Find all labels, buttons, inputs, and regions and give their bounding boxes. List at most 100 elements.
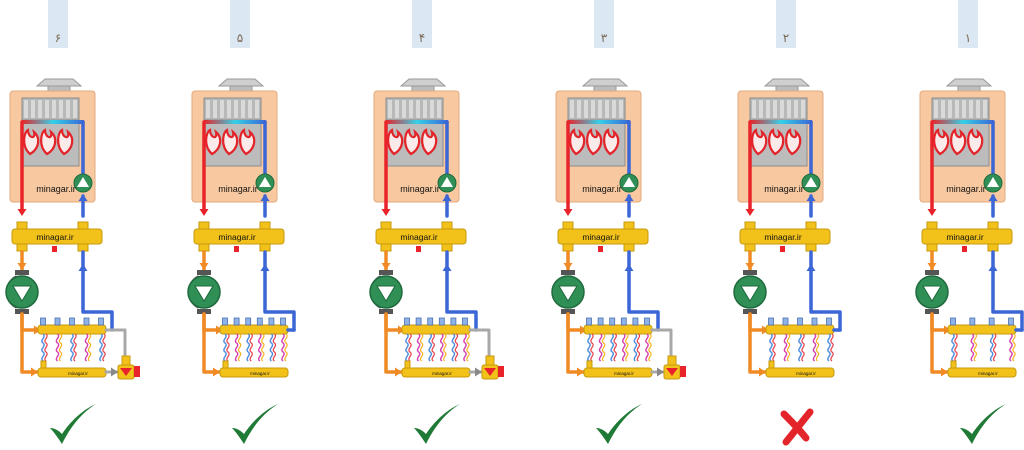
- underfloor-loop: [41, 333, 45, 362]
- underfloor-loop: [466, 333, 470, 362]
- underfloor-loop: [648, 333, 652, 362]
- pump-direction-icon: [922, 285, 942, 302]
- exchanger-fin: [73, 100, 77, 118]
- flame-icon: [222, 128, 239, 156]
- low-loss-header: [557, 228, 649, 245]
- exchanger-fin: [570, 100, 574, 118]
- exchanger-fin: [227, 100, 231, 118]
- manifold-valve-icon: [54, 317, 61, 326]
- exchanger-fin: [395, 100, 399, 118]
- manifold-valve-icon: [826, 317, 832, 326]
- heat-exchanger: [931, 97, 990, 121]
- bypass-pipe: [104, 328, 127, 357]
- flame-icon: [603, 128, 620, 156]
- flow-manifold: [583, 324, 653, 335]
- boiler-label: minagar.ir: [400, 184, 440, 194]
- manifold-valve-icon: [222, 317, 228, 326]
- manifold-valve-icon: [280, 317, 286, 326]
- drain-valve-icon: [598, 246, 603, 252]
- flame-icon: [23, 128, 40, 156]
- panel-number-tab: [594, 0, 614, 48]
- manifold-valve-icon: [988, 317, 995, 326]
- flow-arrow-icon: [199, 209, 209, 216]
- pump-arrow-icon: [623, 177, 635, 187]
- boiler-label: minagar.ir: [218, 184, 258, 194]
- underfloor-loop: [815, 333, 820, 362]
- header-fitting: [987, 243, 999, 252]
- flame-icon: [785, 128, 802, 156]
- manifold-valve-icon: [69, 317, 75, 326]
- exchanger-fin: [752, 100, 756, 118]
- valve-arrow-icon: [120, 368, 132, 376]
- heat-exchanger: [203, 97, 262, 121]
- flow-arrow-icon: [442, 194, 452, 201]
- exchanger-fin: [255, 100, 259, 118]
- header-label: minagar.ir: [218, 232, 255, 242]
- underfloor-loop: [992, 333, 997, 362]
- underfloor-loop: [830, 333, 834, 362]
- exchanger-fin: [38, 100, 42, 118]
- manifold-feed-pipe: [202, 312, 224, 332]
- underfloor-loop: [769, 333, 773, 362]
- exchanger-water-line: [22, 120, 84, 124]
- flow-manifold: [37, 324, 107, 335]
- exchanger-water-line: [932, 120, 994, 124]
- flow-manifold: [401, 324, 471, 335]
- valve-actuator: [498, 366, 504, 377]
- underfloor-loop: [973, 333, 978, 362]
- underfloor-loop: [408, 333, 412, 362]
- manifold-feed-pipe: [748, 312, 770, 332]
- pump-direction-icon: [12, 285, 32, 302]
- flue-hood: [945, 78, 993, 87]
- flow-manifold: [947, 324, 1017, 335]
- underfloor-loop: [281, 333, 285, 362]
- bypass-pipe: [468, 328, 491, 357]
- cross-mark-icon: [780, 408, 814, 446]
- flow-arrow-icon: [260, 194, 270, 201]
- supply-riser-pipe: [566, 312, 586, 374]
- pump-arrow-icon: [259, 177, 271, 187]
- panel-number-tab: [48, 0, 68, 48]
- header-label: minagar.ir: [400, 232, 437, 242]
- underfloor-loop: [99, 333, 103, 362]
- valve-arrow-icon: [484, 368, 496, 376]
- flow-arrow-icon: [745, 263, 755, 270]
- check-mark-icon: [596, 404, 642, 444]
- underfloor-loop: [223, 333, 227, 362]
- flow-arrow-icon: [941, 367, 948, 377]
- pump-flange: [743, 270, 757, 275]
- header-fitting: [259, 243, 271, 252]
- panel-number-tab: [776, 0, 796, 48]
- header-fitting: [380, 243, 392, 252]
- manifold-valve-icon: [462, 317, 468, 326]
- low-loss-header: [193, 228, 285, 245]
- manifold-valve-icon: [404, 317, 410, 326]
- underfloor-loop: [234, 333, 239, 362]
- underfloor-loop: [55, 333, 60, 362]
- manifold-fitting: [586, 360, 593, 369]
- underfloor-loop: [431, 333, 435, 362]
- underfloor-loop: [772, 333, 776, 362]
- drain-valve-icon: [962, 246, 967, 252]
- flow-arrow-icon: [624, 264, 634, 271]
- exchanger-fin: [220, 100, 224, 118]
- underfloor-loop: [451, 333, 456, 362]
- underfloor-loop: [587, 333, 591, 362]
- flow-arrow-icon: [17, 263, 27, 270]
- header-fitting: [987, 221, 999, 230]
- flow-manifold: [765, 324, 835, 335]
- exchanger-fin: [794, 100, 798, 118]
- exchanger-fin: [801, 100, 805, 118]
- heat-exchanger: [749, 97, 808, 121]
- manifold-valve-icon: [597, 317, 604, 326]
- pump-flange: [925, 270, 939, 275]
- flow-arrow-icon: [806, 194, 816, 201]
- flow-arrow-icon: [17, 209, 27, 216]
- valve-head: [667, 355, 677, 366]
- exchanger-fin: [787, 100, 791, 118]
- pump-arrow-icon: [987, 177, 999, 187]
- flame-icon: [751, 128, 768, 156]
- exchanger-fin: [780, 100, 784, 118]
